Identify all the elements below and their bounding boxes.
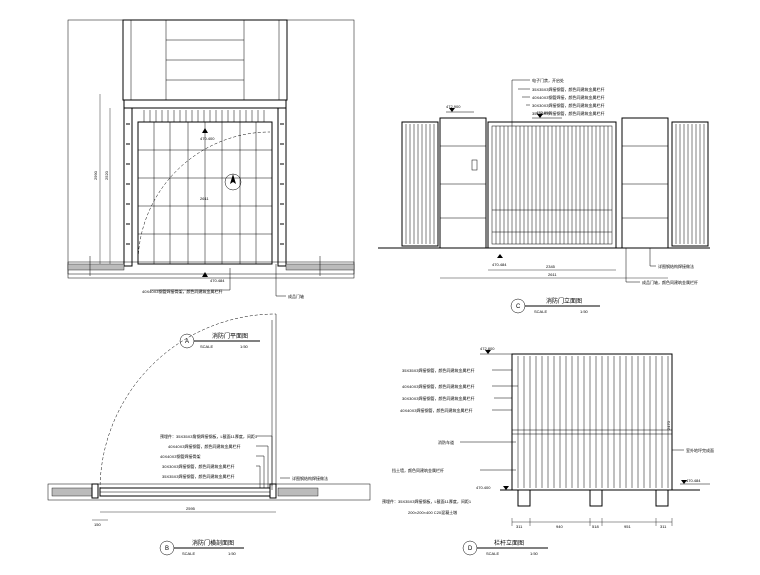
b-note-0: 预埋件：35X35X3角钢焊接钢板，L截面11厚度，间距1 [160, 433, 258, 439]
b-title: 消防门横剖面图 [192, 539, 234, 547]
right-pillar [621, 117, 669, 249]
b-scale-value: 1:50 [228, 551, 237, 556]
a-note-bottom: 40X40X3钢管焊接骨架，颜色同建筑金属栏杆 [142, 288, 222, 294]
panel-a-frame [67, 19, 355, 279]
b-note-3: 30X30X3焊接钢管，颜色同建筑金属栏杆 [162, 463, 234, 469]
c-title: 消防门立面图 [546, 297, 582, 305]
b-dim-left: 150 [94, 522, 101, 527]
c-note-top-4: 35X35X3焊接钢管，颜色同建筑金属栏杆 [532, 110, 604, 116]
b-dim-total: 2595 [186, 506, 196, 511]
pier-3 [655, 489, 669, 507]
panel-d-railing: 472.800 470.400 470.484 2470 311 940 518… [382, 346, 714, 556]
c-elev-ground: 470.484 [492, 262, 507, 267]
d-elev-top: 472.800 [480, 346, 495, 351]
panel-a-plan: 470.400 470.484 2611 2990 2520 成品门轴 40X4… [67, 19, 355, 349]
access-control-icon [471, 159, 478, 171]
d-scale-value: 1:50 [530, 551, 539, 556]
b-note-1: 40X40X3焊接钢管，颜色同建筑金属栏杆 [168, 443, 240, 449]
d-note-3: 40X40X3焊接钢管，颜色同建筑金属栏杆 [400, 407, 472, 413]
d-note-0: 35X35X3焊接钢管，颜色同建筑金属栏杆 [402, 367, 474, 373]
left-fence [401, 121, 439, 247]
b-left-hatch [51, 487, 93, 497]
c-scale-label: SCALE [534, 309, 547, 314]
a-dim-width: 2611 [200, 196, 209, 201]
a-title: 消防门平面图 [212, 332, 248, 340]
right-fence [671, 121, 709, 247]
d-scale-label: SCALE [486, 551, 499, 556]
a-scale-value: 1:50 [240, 344, 249, 349]
b-note-right: 详图钢结构焊接做法 [292, 475, 328, 481]
c-dim-mid: 2345 [546, 264, 556, 269]
a-dim-h2: 2520 [104, 170, 109, 180]
b-scale-label: SCALE [182, 551, 195, 556]
d-note-right: 室外地坪完成面 [686, 447, 714, 453]
c-elev-gate: 472.800 [536, 110, 551, 115]
c-note-right-0: 详图钢结构焊接做法 [658, 263, 694, 269]
panel-c-elevation: 472.900 472.800 470.484 2345 2611 电子门禁，开… [378, 77, 710, 314]
a-elev-bottom: 470.484 [210, 278, 225, 283]
b-note-4: 35X35X3焊接钢管，颜色同建筑金属栏杆 [162, 473, 234, 479]
gate-bars [492, 126, 612, 244]
d-note-1: 40X40X3焊接钢管，颜色同建筑金属栏杆 [402, 383, 474, 389]
d-dim-height: 2470 [666, 420, 671, 430]
panel-b-section: 2595 150 预埋件：35X35X3角钢焊接钢板，L截面11厚度，间距1 4… [47, 313, 371, 556]
d-note-embed: 预埋件：35X35X3焊接钢板，L截面11厚度，间距1 [382, 498, 472, 504]
d-dim-1: 940 [556, 524, 563, 529]
pier-1 [517, 489, 531, 507]
d-marker: D [468, 546, 473, 552]
d-dim-4: 311 [660, 524, 667, 529]
b-marker: B [165, 546, 169, 552]
c-note-top-0: 电子门禁，开启处 [532, 77, 564, 83]
d-note-2: 30X30X3焊接钢管，颜色同建筑金属栏杆 [402, 395, 474, 401]
b-note-2: 40X40X3钢管焊接骨架 [160, 453, 200, 459]
c-note-top-1: 35X35X3焊接钢管，颜色同建筑金属栏杆 [532, 86, 604, 92]
c-note-right-1: 成品门轴，颜色同建筑金属栏杆 [642, 279, 698, 285]
c-note-top-3: 30X30X3焊接钢管，颜色同建筑金属栏杆 [532, 102, 604, 108]
c-marker: C [516, 304, 521, 310]
d-dim-0: 311 [516, 524, 523, 529]
pier-2 [589, 489, 603, 507]
c-note-top-2: 40X40X3钢管焊接，颜色同建筑金属栏杆 [532, 94, 604, 100]
c-dim-total: 2611 [548, 272, 557, 277]
a-note-right: 成品门轴 [288, 293, 304, 299]
b-right-hatch [277, 487, 319, 497]
d-elev-left-ground: 470.400 [476, 485, 491, 490]
a-marker: A [185, 339, 189, 345]
d-note-level: 消防车道 [438, 439, 454, 445]
d-dim-3: 951 [624, 524, 631, 529]
d-dim-2: 518 [592, 524, 599, 529]
b-door-swing-arc [99, 313, 277, 491]
c-scale-value: 1:50 [580, 309, 589, 314]
a-dim-h1: 2990 [93, 170, 98, 180]
railing-bars [512, 356, 672, 488]
d-note-conc: 200×200×400 C20混凝土墩 [408, 509, 457, 515]
left-pillar [439, 117, 487, 249]
c-elev-left: 472.900 [446, 104, 461, 109]
d-elev-right-ground: 470.484 [686, 478, 701, 483]
a-elev-top: 470.400 [200, 136, 215, 141]
d-note-footing: 挡土墙，颜色同建筑金属栏杆 [392, 467, 444, 473]
a-scale-label: SCALE [200, 344, 213, 349]
d-title: 栏杆立面图 [494, 539, 524, 547]
